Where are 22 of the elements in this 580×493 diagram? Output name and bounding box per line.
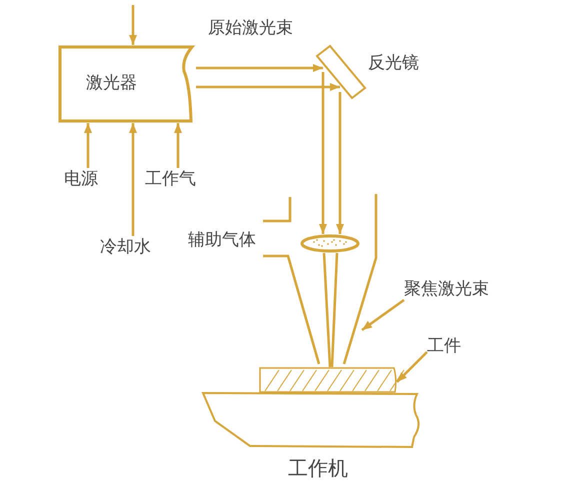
beam-label: 原始激光束 <box>208 17 293 39</box>
table-label: 工作机 <box>288 457 348 479</box>
beam-line <box>330 252 338 368</box>
node-label: 电源 <box>64 168 98 190</box>
leader-arrow <box>361 298 405 332</box>
arrow <box>174 123 182 168</box>
arrow <box>319 72 327 234</box>
arrow <box>84 123 92 168</box>
arrow <box>396 351 428 383</box>
arrow <box>336 92 344 234</box>
node-label: 工作气 <box>145 168 196 190</box>
arrow <box>129 123 137 236</box>
callout-label: 聚焦激光束 <box>404 278 489 300</box>
gas-label: 辅助气体 <box>188 229 256 251</box>
leader-arrow <box>129 5 137 45</box>
arrow <box>196 83 340 91</box>
arrow <box>196 64 323 72</box>
node-label: 冷却水 <box>100 236 151 258</box>
callout-label: 工件 <box>427 335 461 357</box>
beam-line <box>322 252 332 368</box>
mirror-label: 反光镜 <box>368 52 419 74</box>
laser-label: 激光器 <box>86 72 137 94</box>
